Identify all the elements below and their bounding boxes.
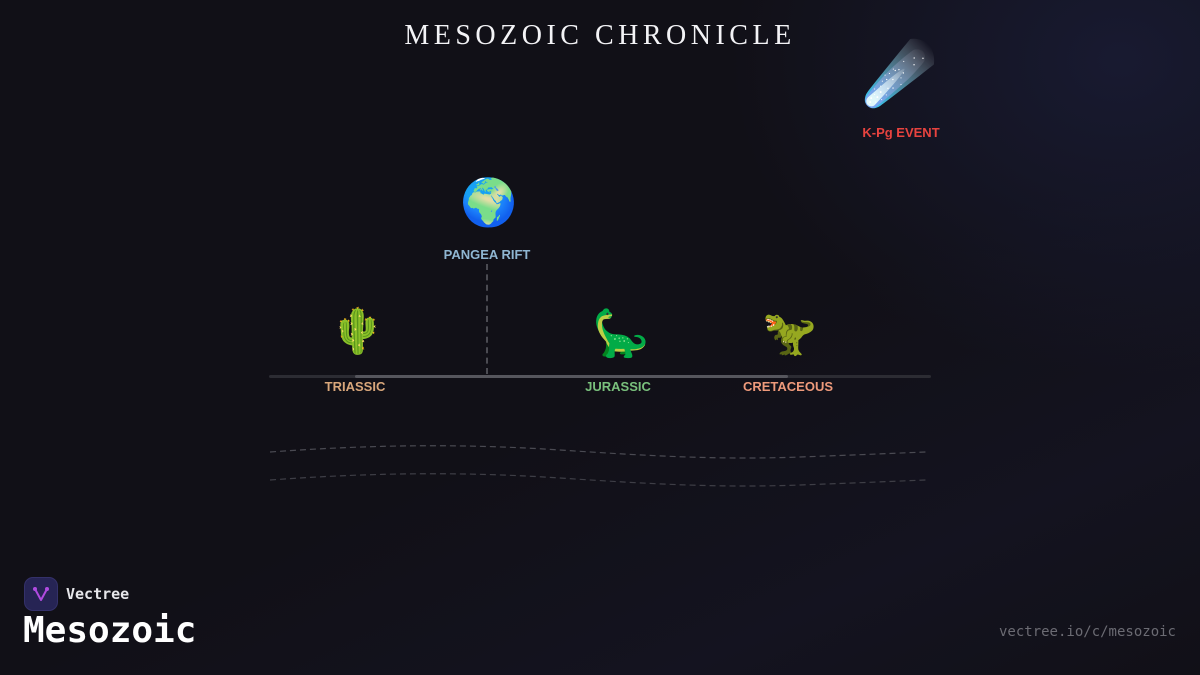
comet-icon: ☄️ [862, 39, 937, 109]
page-title: MESOZOIC CHRONICLE [404, 20, 796, 51]
brand: Vectree [24, 577, 129, 611]
period-label-triassic: TRIASSIC [324, 379, 386, 394]
pangea-marker-line [486, 264, 488, 374]
globe-icon: 🌍 [460, 175, 518, 229]
vectree-logo-icon [24, 577, 58, 611]
page-name: Mesozoic [23, 610, 197, 651]
timeline-range [355, 375, 788, 378]
sauropod-icon: 🦕 [592, 306, 650, 360]
period-label-jurassic: JURASSIC [585, 379, 651, 394]
page-url[interactable]: vectree.io/c/mesozoic [998, 624, 1176, 640]
pangea-rift-label: PANGEA RIFT [443, 247, 531, 262]
period-label-cretaceous: CRETACEOUS [742, 379, 834, 394]
t-rex-icon: 🦖 [762, 308, 817, 359]
brand-name: Vectree [66, 585, 130, 603]
kpg-event-label: K-Pg EVENT [862, 125, 940, 140]
cactus-icon: 🌵 [330, 306, 385, 357]
